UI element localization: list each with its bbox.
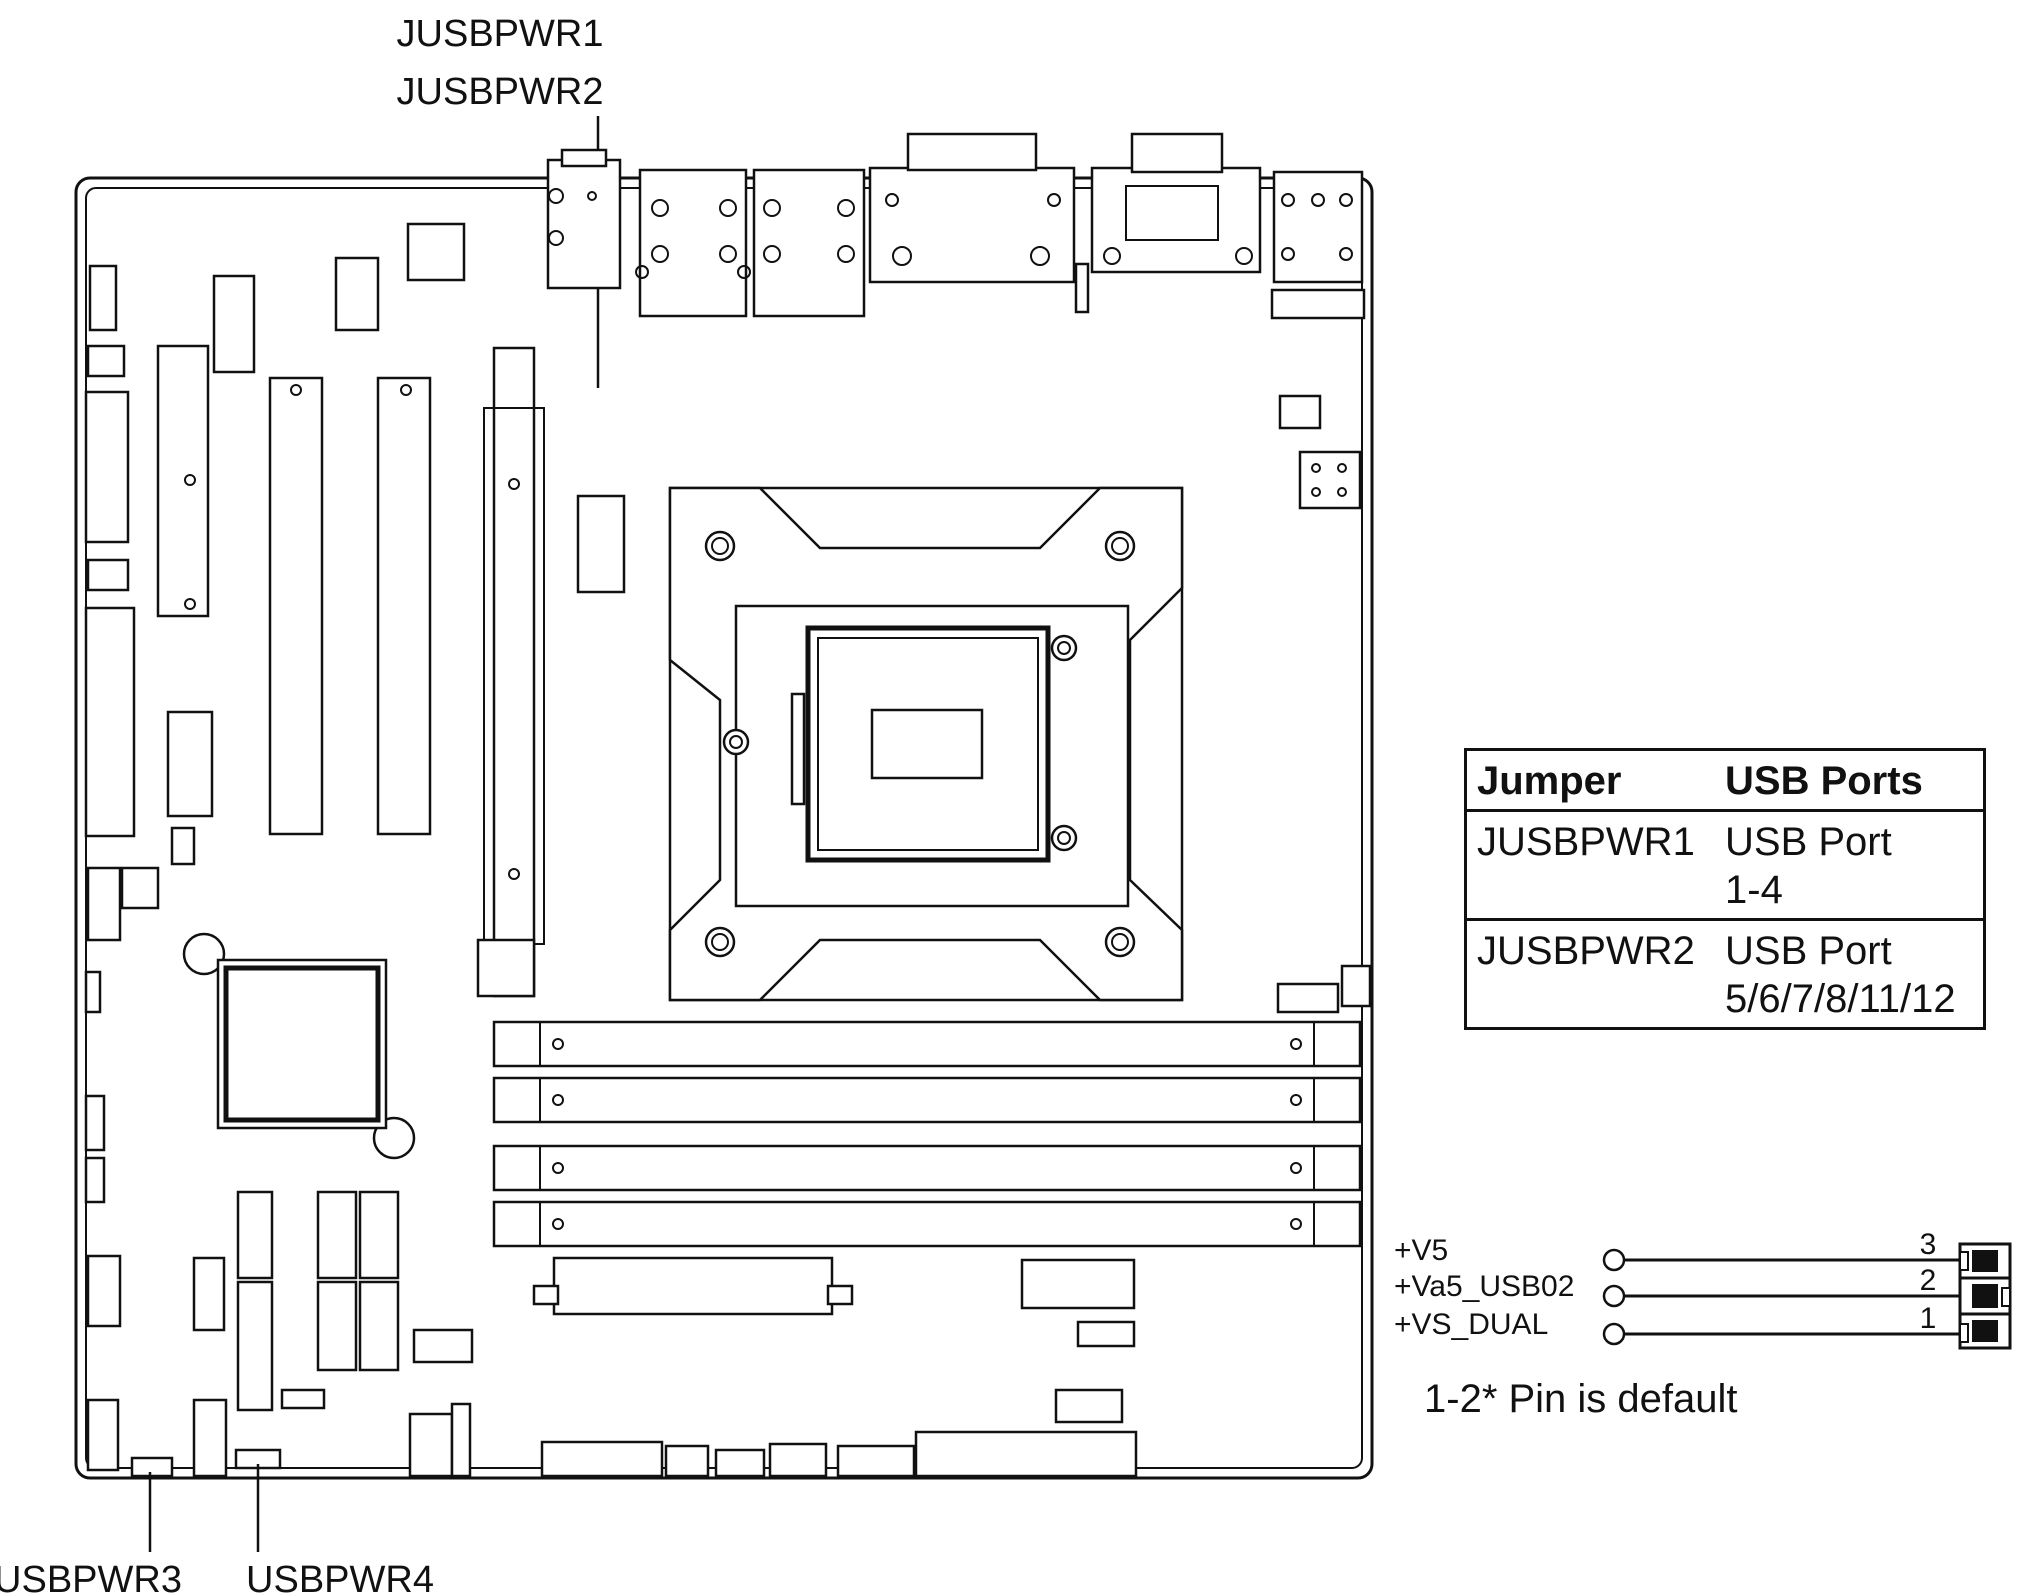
lower-components (192, 1190, 1138, 1478)
label-usbpwr3: USBPWR3 (0, 1559, 182, 1596)
left-components (84, 222, 626, 1478)
row2-ports-line2: 5/6/7/8/11/12 (1725, 977, 1956, 1021)
row2-jumper: JUSBPWR2 (1465, 918, 1715, 1029)
pin-terminal-3 (1602, 1248, 1626, 1272)
row1-jumper: JUSBPWR1 (1465, 809, 1715, 920)
label-jusbpwr2: JUSBPWR2 (397, 71, 604, 113)
label-jusbpwr1: JUSBPWR1 (397, 13, 604, 55)
label-usbpwr4: USBPWR4 (246, 1559, 434, 1596)
header-usb-ports: USB Ports (1725, 759, 1923, 803)
signal-vs-dual: +VS_DUAL (1394, 1308, 1548, 1341)
dimm-slots (492, 1020, 1362, 1248)
jumper-schematic: +V5 +Va5_USB02 +VS_DUAL 3 2 1 1-2* Pin i… (1394, 1228, 2012, 1421)
signal-v5: +V5 (1394, 1234, 1448, 1267)
table-header-row: Jumper USB Ports (1466, 750, 1985, 811)
expansion-slots (268, 346, 545, 998)
signal-va5-usb02: +Va5_USB02 (1394, 1270, 1574, 1303)
table-row: JUSBPWR1 USB Port 1-4 (1465, 809, 1985, 920)
row2-ports: USB Port 5/6/7/8/11/12 (1715, 918, 1985, 1029)
row1-ports-line2: 1-4 (1725, 868, 1783, 912)
pin-number-2: 2 (1920, 1264, 1937, 1297)
table-row: JUSBPWR2 USB Port 5/6/7/8/11/12 (1465, 918, 1985, 1029)
right-components (1276, 394, 1372, 1014)
default-pin-note: 1-2* Pin is default (1424, 1377, 1738, 1421)
pin-number-3: 3 (1920, 1228, 1937, 1261)
pin-terminal-1 (1602, 1322, 1626, 1346)
row2-ports-line1: USB Port (1725, 929, 1892, 973)
rear-io (546, 132, 1366, 320)
header-jumper: Jumper (1477, 759, 1622, 803)
jumper-header-icon (1958, 1242, 2012, 1350)
jumper-usb-table: Jumper USB Ports JUSBPWR1 USB Port 1-4 J… (1464, 748, 1986, 1030)
cpu-socket (668, 486, 1184, 1002)
pin-terminal-2 (1602, 1284, 1626, 1308)
pin-number-1: 1 (1920, 1302, 1937, 1335)
row1-ports-line1: USB Port (1725, 820, 1892, 864)
chipset (182, 932, 416, 1160)
row1-ports: USB Port 1-4 (1715, 809, 1985, 920)
